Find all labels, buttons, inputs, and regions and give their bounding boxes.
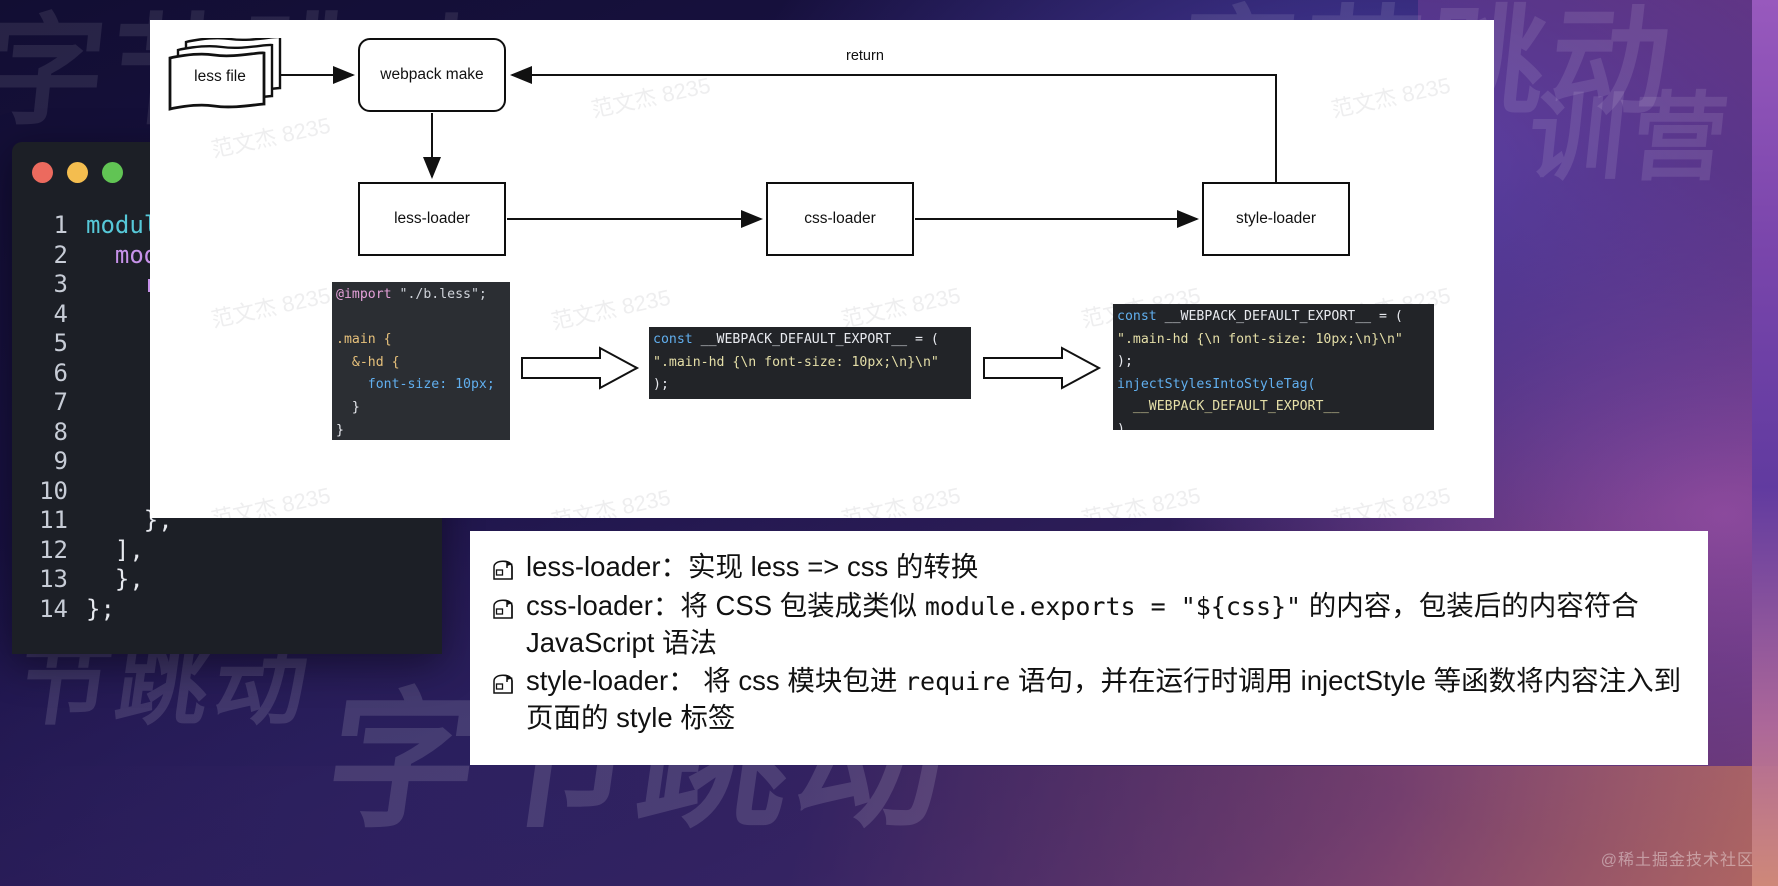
line-number: 11 xyxy=(39,506,68,534)
background-bottom-band xyxy=(0,766,1778,886)
legend-item: css-loader：将 CSS 包装成类似 module.exports = … xyxy=(492,588,1684,661)
snippet-token: injectStylesIntoStyleTag( xyxy=(1117,376,1316,392)
background-word-5: 训营 xyxy=(1523,85,1739,192)
node-style-loader[interactable]: style-loader xyxy=(1202,182,1350,256)
snippet-token: &-hd { xyxy=(336,354,400,370)
node-css-loader[interactable]: css-loader xyxy=(766,182,914,256)
line-number: 4 xyxy=(53,299,68,328)
mailbox-icon xyxy=(492,663,526,700)
minimize-window-button[interactable] xyxy=(67,162,88,183)
snippet-token: __WEBPACK_DEFAULT_EXPORT__ xyxy=(1156,309,1372,324)
line-text: ], xyxy=(86,535,144,564)
legend-text: less-loader：实现 less => css 的转换 xyxy=(526,551,979,582)
code-line: 5 xyxy=(12,329,442,359)
maximize-window-button[interactable] xyxy=(102,162,123,183)
line-text: }; xyxy=(86,594,115,623)
snippet-less-source: @import "./b.less"; .main { &-hd { font-… xyxy=(332,282,510,440)
less-file-node[interactable]: less file xyxy=(162,35,288,118)
legend-panel: less-loader：实现 less => css 的转换 css-loade… xyxy=(470,531,1708,765)
edge-label-return: return xyxy=(840,48,890,64)
code-line: 8 xyxy=(12,418,442,448)
legend-item: less-loader：实现 less => css 的转换 xyxy=(492,549,1684,586)
snippet-css-loader-output: const __WEBPACK_DEFAULT_EXPORT__ = ( ".m… xyxy=(649,327,971,399)
snippet-token: ".main-hd {\n font-size: 10px;\n}\n" xyxy=(1117,331,1403,347)
node-label: webpack make xyxy=(380,66,484,83)
code-line: 13 }, xyxy=(12,565,442,595)
snippet-token: ); xyxy=(653,377,669,393)
code-line: 12 ], xyxy=(12,536,442,566)
line-number: 14 xyxy=(39,594,68,623)
code-line: 7 xyxy=(12,388,442,418)
node-less-loader[interactable]: less-loader xyxy=(358,182,506,256)
snippet-token: __WEBPACK_DEFAULT_EXPORT__ xyxy=(692,332,908,347)
snippet-token: = ( xyxy=(907,332,939,347)
flow-diagram-panel: 范文杰 8235 范文杰 8235 范文杰 8235 范文杰 8235 范文杰 … xyxy=(150,20,1494,518)
line-number: 3 xyxy=(53,270,68,298)
mailbox-icon xyxy=(492,549,526,586)
line-number: 7 xyxy=(53,388,68,416)
code-line: 10 xyxy=(12,477,442,507)
legend-text: style-loader： 将 css 模块包进 require 语句，并在运行… xyxy=(526,665,1682,733)
node-label: less-loader xyxy=(394,210,470,227)
stacked-document-icon xyxy=(168,35,282,111)
snippet-token: ) xyxy=(1117,421,1125,430)
snippet-token: "./b.less"; xyxy=(391,287,487,302)
line-number: 10 xyxy=(39,476,68,505)
snippet-token: = ( xyxy=(1371,309,1403,324)
close-window-button[interactable] xyxy=(32,162,53,183)
line-text: }, xyxy=(86,565,144,593)
snippet-token: const xyxy=(1117,309,1157,324)
background-accent-stripe xyxy=(1752,0,1778,886)
snippet-token: font-size: 10px; xyxy=(336,377,495,393)
line-number: 13 xyxy=(39,565,68,593)
line-number: 6 xyxy=(53,358,68,387)
mailbox-icon xyxy=(492,588,526,625)
line-number: 2 xyxy=(53,240,68,269)
code-line: 4 xyxy=(12,300,442,330)
corner-watermark: @稀土掘金技术社区 xyxy=(1600,852,1754,869)
snippet-token: const xyxy=(653,332,693,347)
line-number: 9 xyxy=(53,447,68,475)
line-number: 1 xyxy=(53,211,68,239)
code-line: 14}; xyxy=(12,595,442,625)
snippet-token: __WEBPACK_DEFAULT_EXPORT__ xyxy=(1117,399,1340,415)
node-label: style-loader xyxy=(1235,210,1317,227)
snippet-style-loader-output: const __WEBPACK_DEFAULT_EXPORT__ = ( ".m… xyxy=(1113,304,1434,430)
node-webpack-make[interactable]: webpack make xyxy=(358,38,506,112)
code-line: 9 xyxy=(12,447,442,477)
snippet-token: } xyxy=(336,422,344,438)
line-number: 12 xyxy=(39,535,68,564)
snippet-token: .main { xyxy=(336,332,392,348)
snippet-token: @import xyxy=(336,287,392,302)
legend-text: css-loader：将 CSS 包装成类似 module.exports = … xyxy=(526,590,1639,658)
snippet-token: ".main-hd {\n font-size: 10px;\n}\n" xyxy=(653,354,939,370)
code-line: 11 }, xyxy=(12,506,442,536)
snippet-token: ); xyxy=(1117,354,1133,370)
diagram-connectors xyxy=(278,66,1277,228)
window-controls[interactable] xyxy=(12,142,442,183)
transform-arrow-1 xyxy=(521,346,640,390)
node-label: css-loader xyxy=(804,210,876,227)
code-line: 6 xyxy=(12,359,442,389)
legend-item: style-loader： 将 css 模块包进 require 语句，并在运行… xyxy=(492,663,1684,736)
line-number: 8 xyxy=(53,417,68,446)
less-file-label: less file xyxy=(194,68,246,85)
snippet-token: } xyxy=(336,399,360,415)
line-number: 5 xyxy=(53,329,68,357)
transform-arrow-2 xyxy=(983,346,1102,390)
